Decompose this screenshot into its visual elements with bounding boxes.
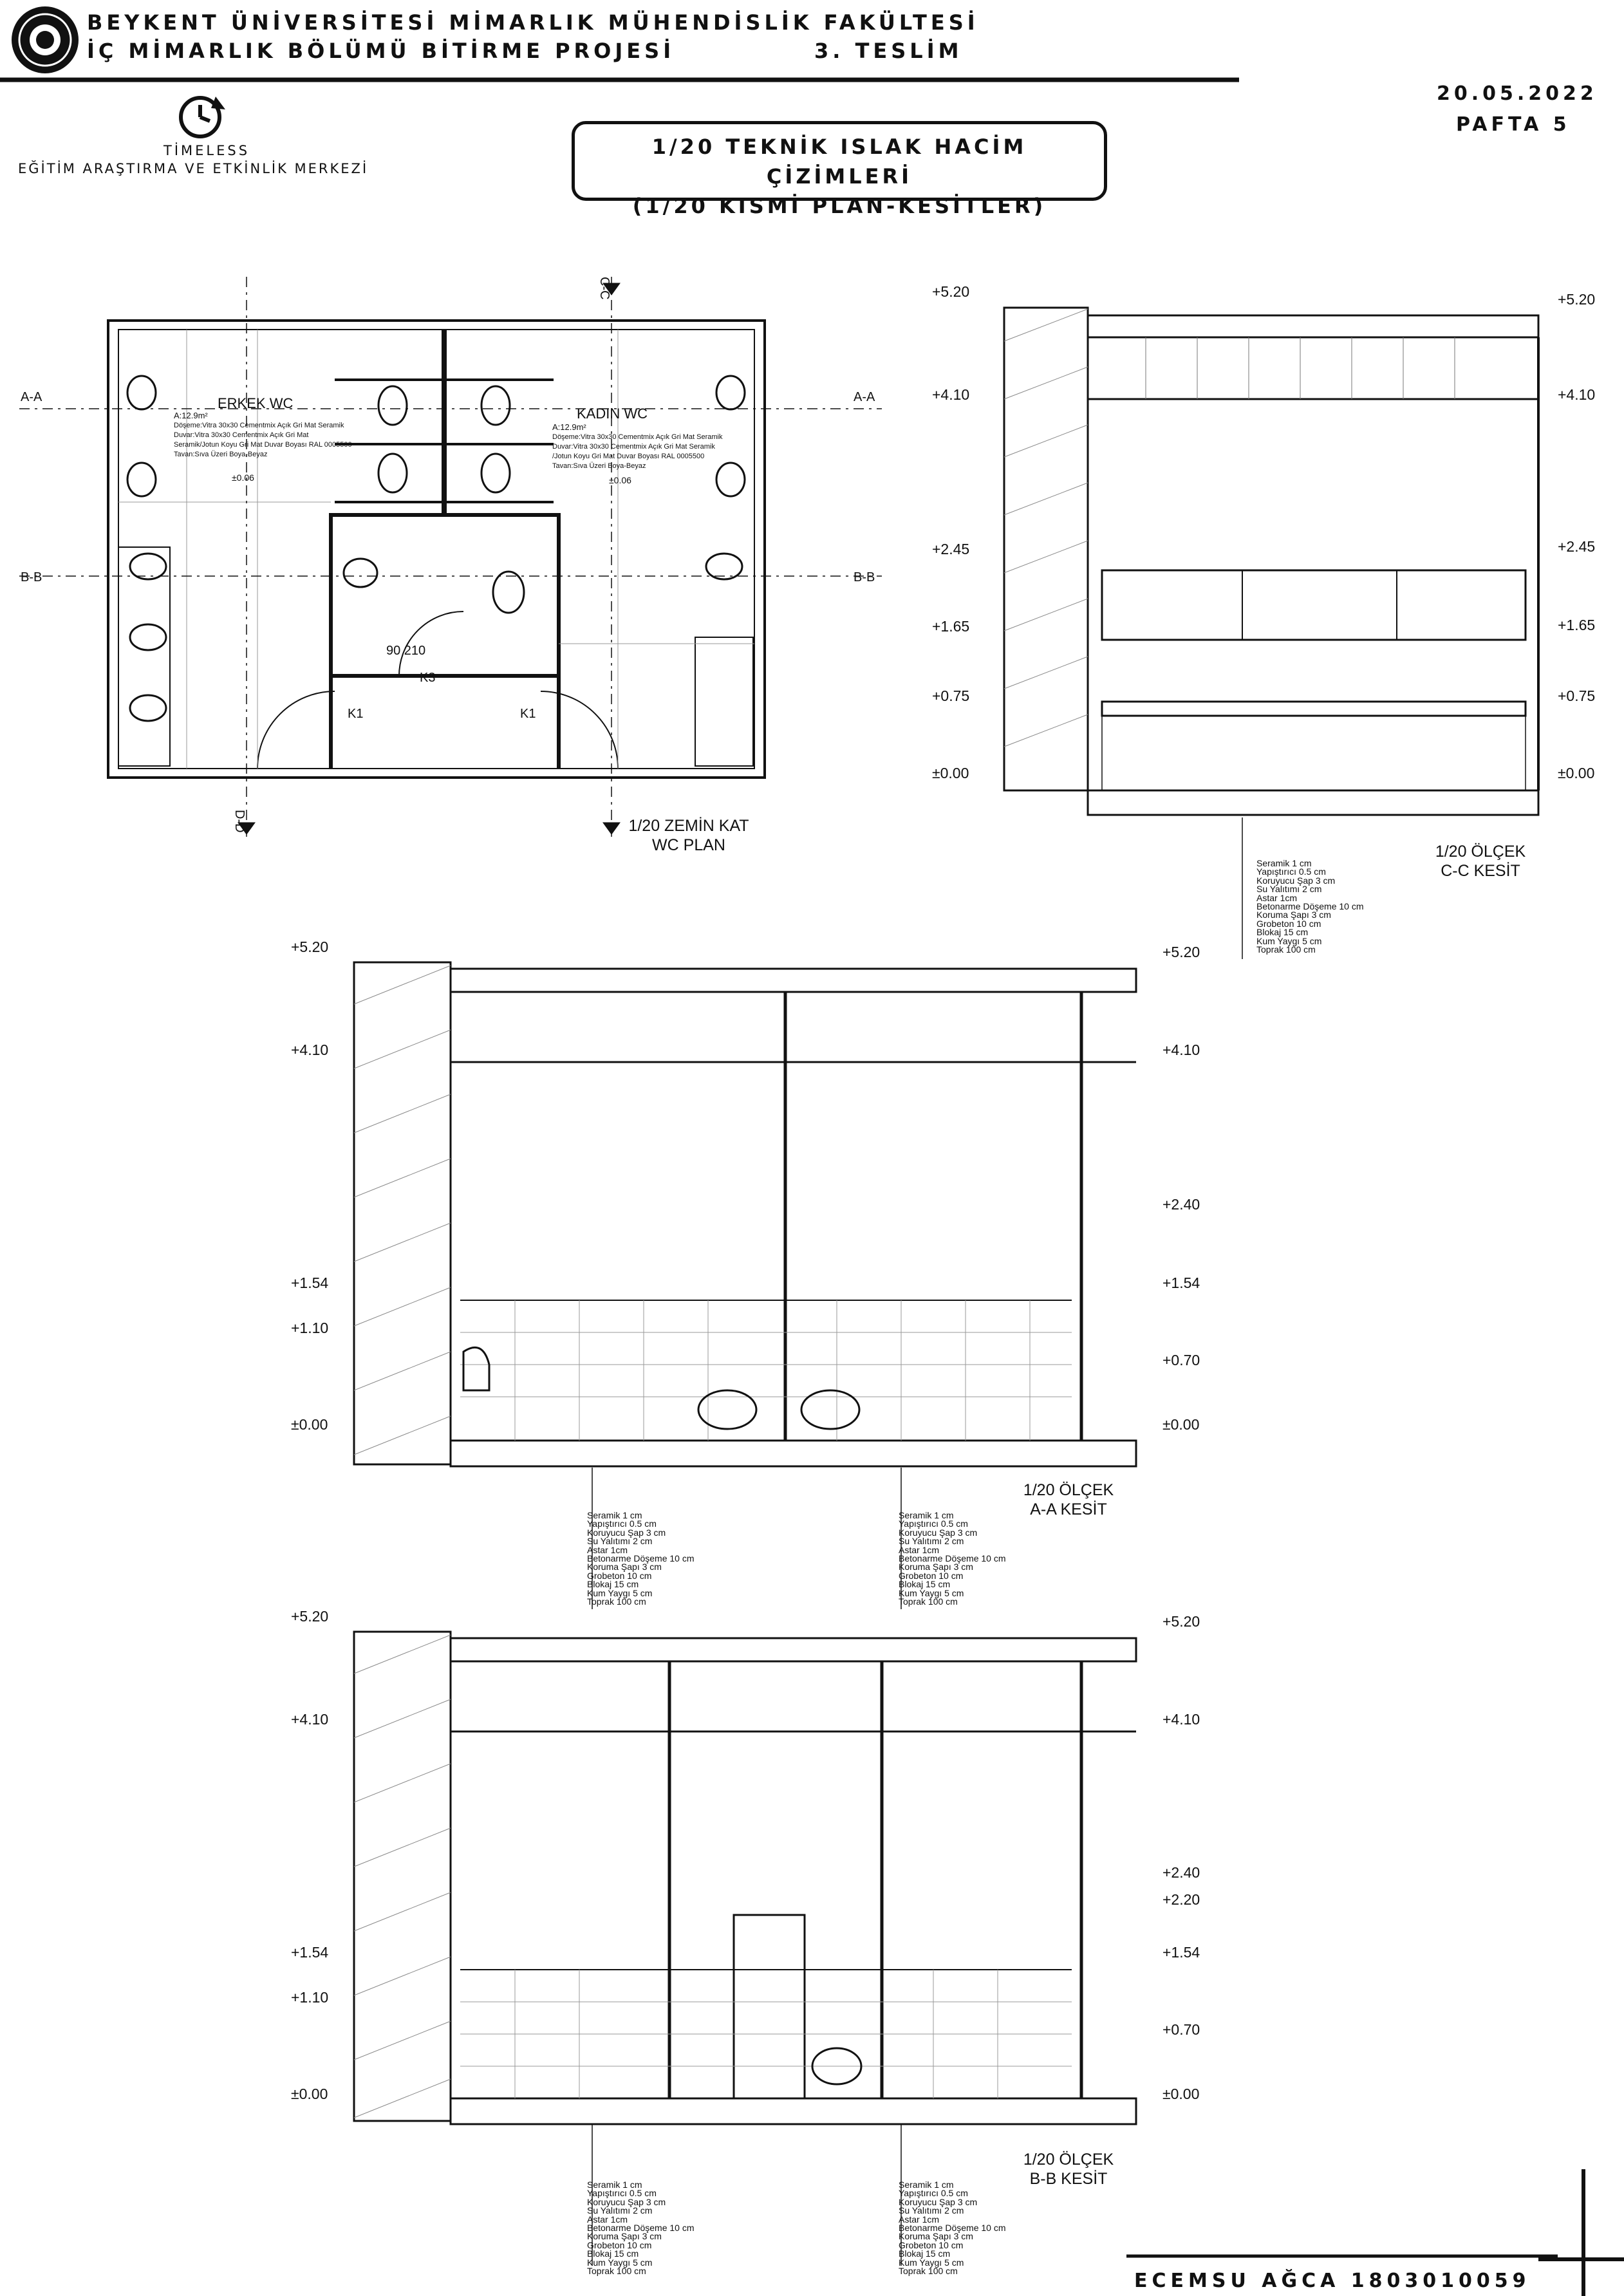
bb-level-right-1: +4.10 [1162, 1711, 1200, 1728]
bb-floor-layers-left: Seramik 1 cm Yapıştırıcı 0.5 cm Koruyucu… [587, 2179, 695, 2277]
aa-level-right-1: +4.10 [1162, 1041, 1200, 1058]
bb-level-left-1: +4.10 [291, 1711, 329, 1728]
corner-cross-mark [1126, 2169, 1624, 2296]
room-label-women: KADIN WC [577, 406, 648, 422]
cc-level-left-0: +5.20 [932, 283, 970, 300]
bb-level-right-4: +1.54 [1162, 1944, 1200, 1961]
cc-level-right-4: +0.75 [1558, 687, 1596, 704]
door-k3: K3 [420, 671, 436, 685]
cc-section-label: 1/20 ÖLÇEK C-C KESİT [1435, 843, 1526, 880]
cut-bb-right: B-B [854, 570, 875, 584]
men-elevation: ±0.06 [232, 472, 254, 483]
cut-aa-right: A-A [854, 390, 875, 404]
cc-floor-layers: Seramik 1 cm Yapıştırıcı 0.5 cm Koruyucu… [1256, 858, 1364, 955]
cc-level-right-0: +5.20 [1558, 291, 1596, 308]
aa-level-right-4: +0.70 [1162, 1352, 1200, 1368]
women-finish-notes: Döşeme:Vitra 30x30 Cementmix Açık Gri Ma… [552, 433, 723, 470]
aa-level-left-0: +5.20 [291, 938, 329, 955]
women-area: A:12.9m² [552, 422, 586, 432]
cc-level-left-5: ±0.00 [932, 765, 969, 781]
aa-level-right-3: +1.54 [1162, 1274, 1200, 1291]
bb-level-right-5: +0.70 [1162, 2021, 1200, 2038]
door-k1-women: K1 [520, 707, 536, 721]
timeless-clock-icon [179, 96, 225, 138]
bb-level-right-6: ±0.00 [1162, 2086, 1200, 2102]
aa-level-left-1: +4.10 [291, 1041, 329, 1058]
men-finish-notes: Döşeme:Vitra 30x30 Cementmix Açık Gri Ma… [174, 422, 352, 458]
cut-dd-bottom: D-D [232, 810, 247, 833]
cc-level-right-3: +1.65 [1558, 617, 1596, 633]
door-k1-men: K1 [348, 707, 364, 721]
cc-level-left-4: +0.75 [932, 687, 970, 704]
cc-level-left-2: +2.45 [932, 541, 970, 557]
bb-level-left-0: +5.20 [291, 1608, 329, 1625]
plan-label: 1/20 ZEMİN KAT WC PLAN [628, 817, 749, 854]
aa-level-right-2: +2.40 [1162, 1196, 1200, 1213]
men-area: A:12.9m² [174, 411, 208, 420]
door-dim: 90 210 [386, 644, 426, 658]
bb-level-right-0: +5.20 [1162, 1613, 1200, 1630]
aa-level-left-4: ±0.00 [291, 1416, 328, 1433]
bb-level-left-3: +1.10 [291, 1989, 329, 2006]
university-seal-icon [12, 6, 79, 73]
submission-label: 3. TESLİM [814, 39, 963, 63]
aa-level-right-5: ±0.00 [1162, 1416, 1200, 1433]
cut-aa-left: A-A [21, 390, 42, 404]
logo-name: TİMELESS [163, 143, 250, 158]
sheet-label: PAFTA 5 [1456, 113, 1571, 136]
cc-level-left-1: +4.10 [932, 386, 970, 403]
bb-level-right-3: +2.20 [1162, 1891, 1200, 1908]
women-elevation: ±0.06 [609, 475, 631, 485]
cc-level-right-5: ±0.00 [1558, 765, 1595, 781]
aa-floor-layers-left: Seramik 1 cm Yapıştırıcı 0.5 cm Koruyucu… [587, 1510, 695, 1607]
department-line: İÇ MİMARLIK BÖLÜMÜ BİTİRME PROJESİ [87, 39, 675, 63]
bb-level-left-2: +1.54 [291, 1944, 329, 1961]
bb-level-right-2: +2.40 [1162, 1864, 1200, 1881]
university-line: BEYKENT ÜNİVERSİTESİ MİMARLIK MÜHENDİSLİ… [87, 10, 979, 35]
bb-floor-layers-right: Seramik 1 cm Yapıştırıcı 0.5 cm Koruyucu… [899, 2179, 1006, 2277]
date-label: 20.05.2022 [1437, 82, 1598, 105]
bb-section-label: 1/20 ÖLÇEK B-B KESİT [1023, 2151, 1114, 2188]
section-bb-drawing [353, 1630, 1137, 2266]
aa-floor-layers-right: Seramik 1 cm Yapıştırıcı 0.5 cm Koruyucu… [899, 1510, 1006, 1607]
cc-level-right-1: +4.10 [1558, 386, 1596, 403]
author-label: ECEMSU AĞCA 1803010059 [1134, 2270, 1531, 2292]
cut-bb-left: B-B [21, 570, 42, 584]
drawing-title-line2: (1/20 KISMİ PLAN-KESİTLER) [632, 194, 1047, 218]
aa-level-left-3: +1.10 [291, 1320, 329, 1336]
aa-section-label: 1/20 ÖLÇEK A-A KESİT [1023, 1481, 1114, 1518]
project-subtitle: EĞİTİM ARAŞTIRMA VE ETKİNLİK MERKEZİ [18, 161, 369, 176]
wc-plan-drawing [19, 277, 882, 837]
section-cc-drawing [1003, 306, 1540, 959]
section-aa-drawing [353, 961, 1137, 1609]
cut-cc-top: C-C [597, 277, 611, 300]
cc-level-right-2: +2.45 [1558, 538, 1596, 555]
room-label-men: ERKEK WC [218, 395, 294, 411]
drawing-title-line1: 1/20 TEKNİK ISLAK HACİM ÇİZİMLERİ [651, 135, 1027, 189]
aa-level-right-0: +5.20 [1162, 944, 1200, 960]
aa-level-left-2: +1.54 [291, 1274, 329, 1291]
drawing-title-box: 1/20 TEKNİK ISLAK HACİM ÇİZİMLERİ (1/20 … [572, 121, 1107, 218]
cc-level-left-3: +1.65 [932, 618, 970, 635]
bb-level-left-4: ±0.00 [291, 2086, 328, 2102]
